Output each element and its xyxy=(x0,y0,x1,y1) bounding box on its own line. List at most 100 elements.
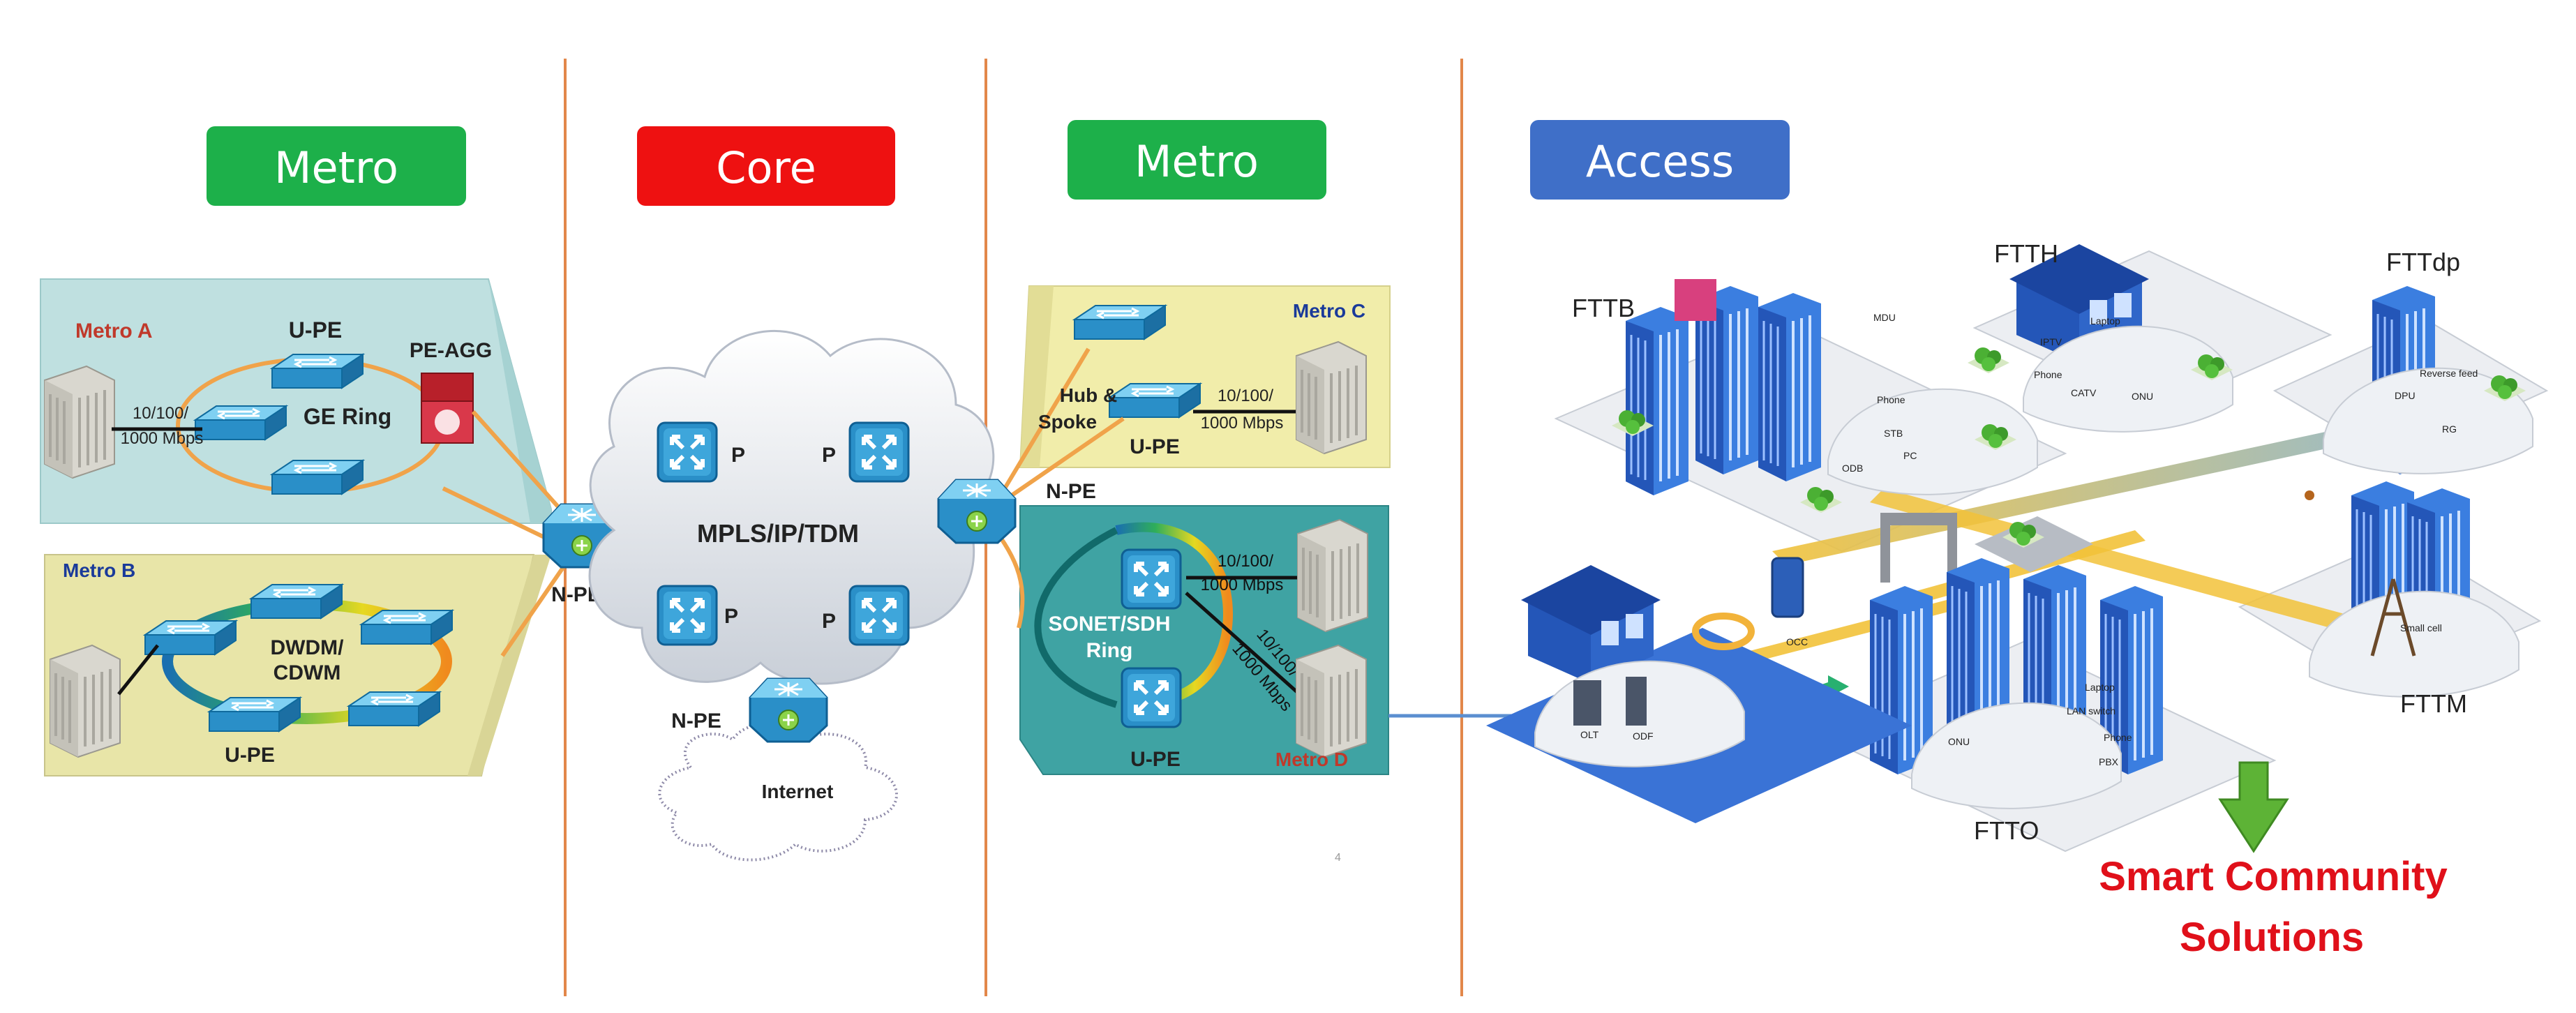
metro-d-ring-label-2: Ring xyxy=(1086,639,1133,662)
metro-d-building-top-icon xyxy=(1296,518,1369,633)
right-npe-label: N-PE xyxy=(1046,480,1096,503)
reverse-feed-label: Reverse feed xyxy=(2420,368,2478,379)
pc-label: PC xyxy=(1903,450,1917,461)
fiber-spool-icon xyxy=(1692,613,1755,650)
metro-b-access-link xyxy=(117,644,159,696)
catv-label: CATV xyxy=(2071,387,2097,398)
dpu-label: DPU xyxy=(2395,390,2416,401)
header-access-label: Access xyxy=(1586,136,1734,187)
ftth-phone-label: Phone xyxy=(2034,369,2062,380)
metro-c-switch-top xyxy=(1073,304,1167,340)
occ-cabinet-icon xyxy=(1771,557,1804,618)
olt-icon xyxy=(1573,680,1601,726)
metro-b-ring-label-1: DWDM/ xyxy=(271,636,345,659)
fttb-tower-1-icon xyxy=(1624,306,1690,497)
core-p-label-3: P xyxy=(724,605,738,628)
right-npe-router-icon xyxy=(937,479,1017,544)
core-p-router-2-icon xyxy=(850,423,908,481)
core-p-router-4-icon xyxy=(850,586,908,645)
small-cell-tower-icon xyxy=(2370,578,2416,656)
metro-b-panel: Metro B DWDM/ CDWM U-PE xyxy=(44,554,551,776)
metro-c-title: Metro C xyxy=(1293,300,1365,322)
metro-d-title: Metro D xyxy=(1275,749,1348,770)
metro-a-title: Metro A xyxy=(75,320,153,343)
metro-c-hub-label-1: Hub & xyxy=(1060,384,1117,406)
metro-b-upe-label: U-PE xyxy=(225,744,275,767)
metro-a-upe-label: U-PE xyxy=(289,317,342,343)
metro-a-switch-left xyxy=(194,405,287,441)
mdu-label: MDU xyxy=(1873,312,1896,323)
ftth-label: FTTH xyxy=(1994,239,2058,268)
metro-b-switch-top xyxy=(250,583,343,620)
metro-b-building-icon xyxy=(49,644,121,758)
core-npe-label: N-PE xyxy=(671,710,721,733)
fttb-label: FTTB xyxy=(1572,294,1635,322)
smart-community-line-2: Solutions xyxy=(2180,915,2364,960)
internet-cloud: Internet xyxy=(658,722,898,862)
access-network xyxy=(1486,244,2549,853)
metro-c-panel: Metro C Hub & Spoke U-PE 10/100/ 1000 Mb… xyxy=(1003,285,1391,497)
fttb-phone-label: Phone xyxy=(1877,394,1905,405)
core-p-label-4: P xyxy=(822,610,836,633)
metro-d-upe-label: U-PE xyxy=(1130,748,1181,771)
internet-label: Internet xyxy=(762,781,834,802)
header-access: Access xyxy=(1530,120,1790,200)
header-metro-right-label: Metro xyxy=(1135,136,1259,187)
header-metro-left-label: Metro xyxy=(274,142,398,193)
metro-d-building-bottom-icon xyxy=(1295,644,1368,758)
metro-a-ring-label: GE Ring xyxy=(304,404,391,429)
core-npe-router-icon xyxy=(749,677,828,743)
metro-c-speed-2: 1000 Mbps xyxy=(1201,414,1284,433)
metro-a-panel: Metro A U-PE GE Ring PE-AGG 10/100/ 1000… xyxy=(40,278,552,524)
ftto-laptop-label: Laptop xyxy=(2085,682,2115,693)
stb-label: STB xyxy=(1884,428,1903,439)
ftto-phone-label: Phone xyxy=(2104,732,2132,743)
fttb-tower-3-icon xyxy=(1757,292,1822,483)
smart-community-arrow-icon xyxy=(2218,761,2289,853)
device-labels: MDU Phone STB PC ODB Laptop IPTV Phone C… xyxy=(1580,312,2478,767)
ftth-laptop-label: Laptop xyxy=(2090,315,2120,327)
core-p-router-1-icon xyxy=(658,423,717,481)
ftto-onu-label: ONU xyxy=(1948,736,1970,747)
metro-a-building-icon xyxy=(43,365,116,479)
fttdp-label: FTTdp xyxy=(2386,248,2460,276)
metro-c-upe-switch-icon xyxy=(1108,382,1201,419)
core-cloud: P P P P MPLS/IP/TDM xyxy=(588,329,995,685)
metro-c-upe-label: U-PE xyxy=(1130,435,1180,458)
metro-c-building-icon xyxy=(1295,340,1368,455)
ftth-onu-label: ONU xyxy=(2132,391,2153,402)
header-core: Core xyxy=(637,126,895,206)
metro-c-speed-1: 10/100/ xyxy=(1218,387,1273,405)
fttm-label: FTTM xyxy=(2400,689,2467,718)
pe-agg-router-icon xyxy=(421,373,474,444)
odf-icon xyxy=(1626,677,1647,726)
ftto-label: FTTO xyxy=(1974,816,2039,845)
header-metro-right: Metro xyxy=(1068,120,1326,200)
core-cloud-label: MPLS/IP/TDM xyxy=(697,519,859,548)
core-p-label-1: P xyxy=(731,444,745,467)
metro-c-hub-label-2: Spoke xyxy=(1038,411,1097,433)
metro-d-speed-2: 1000 Mbps xyxy=(1201,576,1284,594)
metro-b-title: Metro B xyxy=(63,560,135,581)
metro-b-switch-left xyxy=(144,620,237,656)
metro-d-router-top-icon xyxy=(1122,550,1181,608)
metro-b-switch-bottom-left xyxy=(208,696,301,733)
core-p-label-2: P xyxy=(822,444,836,467)
core-p-router-3-icon xyxy=(658,586,717,645)
rg-label: RG xyxy=(2442,423,2457,435)
pbx-label: PBX xyxy=(2099,756,2119,767)
metro-d-speed-1: 10/100/ xyxy=(1218,552,1273,571)
metro-b-switch-right xyxy=(360,609,454,645)
metro-d-panel: SONET/SDH Ring U-PE 10/100/ 1000 Mbps 10… xyxy=(1019,505,1389,775)
small-cell-label: Small cell xyxy=(2400,622,2442,633)
occ-label: OCC xyxy=(1786,636,1808,647)
header-core-label: Core xyxy=(716,142,816,193)
header-metro-left: Metro xyxy=(207,126,466,206)
metro-b-switch-bottom-right xyxy=(347,691,441,727)
metro-a-speed-1: 10/100/ xyxy=(133,404,188,423)
metro-d-footnote: 4 xyxy=(1335,852,1341,864)
metro-d-upe-router-icon xyxy=(1122,668,1181,727)
metro-d-access-link-diag xyxy=(1185,592,1305,699)
iptv-label: IPTV xyxy=(2040,336,2062,347)
